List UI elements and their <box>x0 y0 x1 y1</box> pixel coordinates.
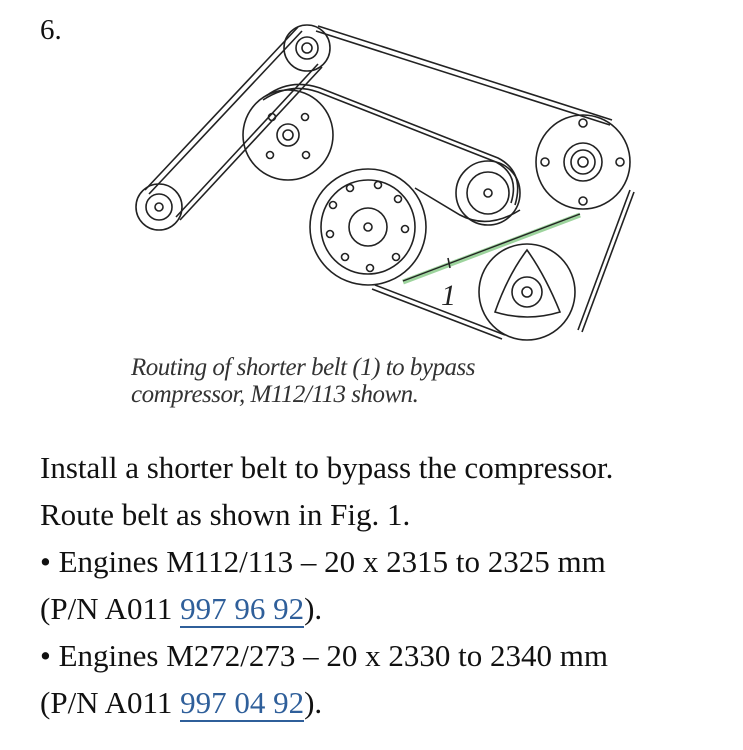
pulley-right <box>535 114 631 210</box>
compressor-pulley <box>478 243 576 341</box>
callout-label: 1 <box>441 279 456 312</box>
pulley-mid-idler <box>455 160 521 226</box>
part-number-link[interactable]: 997 96 92 <box>180 591 305 628</box>
part-number-line: (P/N A011 997 04 92). <box>40 679 613 726</box>
engine-item: • Engines M112/113 – 20 x 2315 to 2325 m… <box>40 544 606 579</box>
belt-routing-diagram: 1 <box>135 24 635 341</box>
part-number-line: (P/N A011 997 96 92). <box>40 585 613 632</box>
part-number-link[interactable]: 997 04 92 <box>180 685 305 722</box>
shorter-belt-highlight <box>402 212 581 285</box>
instruction-text: Route belt as shown in Fig. 1. <box>40 497 411 532</box>
pulley-crankshaft <box>309 168 427 286</box>
caption-line: compressor, M112/113 shown. <box>131 381 419 408</box>
pn-suffix: ). <box>304 685 323 720</box>
belt-lines <box>144 25 635 340</box>
instruction-text: Install a shorter belt to bypass the com… <box>40 450 614 485</box>
pn-suffix: ). <box>304 591 323 626</box>
step-number: 6. <box>40 14 62 46</box>
caption-line: Routing of shorter belt (1) to bypass <box>131 354 475 381</box>
engine-item: • Engines M272/273 – 20 x 2330 to 2340 m… <box>40 638 608 673</box>
pulley-left-idler <box>135 183 183 231</box>
pulley-top-idler <box>283 24 331 72</box>
pulley-upper-left <box>242 89 334 181</box>
instructions: Install a shorter belt to bypass the com… <box>40 444 613 726</box>
pn-prefix: (P/N A011 <box>40 591 181 626</box>
pn-prefix: (P/N A011 <box>40 685 181 720</box>
figure-caption: Routing of shorter belt (1) to bypass co… <box>131 354 475 408</box>
